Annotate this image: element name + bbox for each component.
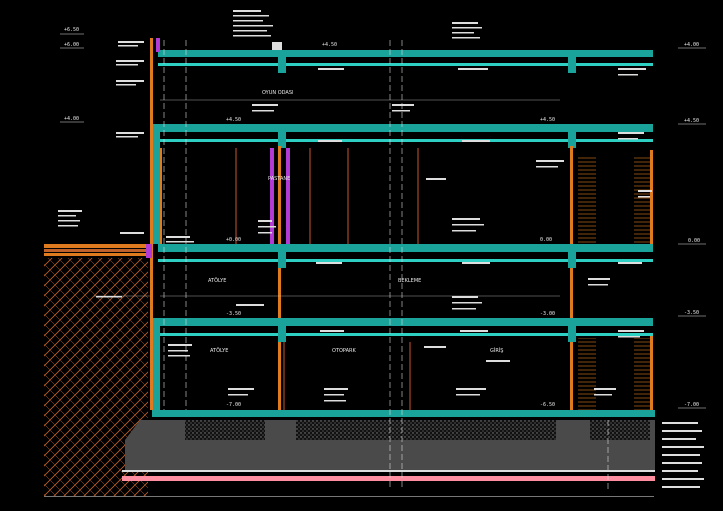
slab-mark-8: -7.00 xyxy=(226,402,241,408)
slab-level-1 xyxy=(158,124,653,132)
room-oyun-odasi: OYUN ODASI xyxy=(262,90,293,96)
foundation-white-band xyxy=(122,470,655,472)
slab-level-minus1 xyxy=(158,318,653,326)
beams xyxy=(152,57,576,410)
level-right-4: -3.50 xyxy=(684,310,699,316)
slab-mark-5: 0.00 xyxy=(540,237,552,243)
room-giris: GİRİŞ xyxy=(490,347,503,354)
slab-level-0 xyxy=(158,244,653,252)
thin-column-lines xyxy=(235,148,419,410)
foundation-gravel-3 xyxy=(590,420,650,440)
level-right-2: +4.50 xyxy=(684,118,699,124)
ground-surface-band-2 xyxy=(44,249,148,252)
slab-mark-4: +0.00 xyxy=(226,237,241,243)
foundation-gravel xyxy=(185,420,265,440)
slab-mark-7: -3.00 xyxy=(540,311,555,317)
level-right-5: -7.00 xyxy=(684,402,699,408)
ground-surface-band xyxy=(44,244,148,248)
level-right-3: 0.00 xyxy=(688,238,700,244)
slab-level-minus2 xyxy=(152,410,655,417)
level-marker-lines xyxy=(60,33,706,409)
drawing-frame xyxy=(44,496,654,497)
stair-lower-2 xyxy=(634,338,650,410)
roof-slab xyxy=(158,50,653,57)
slab-mark-6: -3.50 xyxy=(226,311,241,317)
room-bekleme: BEKLEME xyxy=(398,278,421,284)
level-left-2: +6.00 xyxy=(64,42,79,48)
level-left-3: +4.00 xyxy=(64,116,79,122)
slab-mark-9: -6.50 xyxy=(540,402,555,408)
slab-highlights xyxy=(158,63,653,336)
pastane-glazing xyxy=(146,38,290,258)
slab-mark-2: +4.50 xyxy=(226,117,241,123)
columns xyxy=(150,38,653,410)
ground-surface-band-3 xyxy=(44,253,148,256)
stair-upper-2 xyxy=(634,156,650,244)
slabs xyxy=(152,50,655,417)
annotation-bars xyxy=(96,10,652,402)
room-atolye-1: ATÖLYE xyxy=(208,277,226,284)
level-left-1: +6.50 xyxy=(64,27,79,33)
slab-mark-3: +4.50 xyxy=(540,117,555,123)
level-right-1: +4.00 xyxy=(684,42,699,48)
room-atolye-2: ATÖLYE xyxy=(210,347,228,354)
room-pastane: PASTANE xyxy=(268,176,290,182)
foundation-gravel-2 xyxy=(296,420,556,440)
stair-upper xyxy=(578,156,596,244)
left-annotations xyxy=(58,41,144,234)
stair-lower xyxy=(578,338,596,410)
room-otopark: OTOPARK xyxy=(332,348,357,354)
axis-lines xyxy=(163,40,609,490)
slab-mark-1: +4.50 xyxy=(322,42,337,48)
right-legend xyxy=(662,422,704,488)
foundation-pink-band xyxy=(122,476,655,481)
